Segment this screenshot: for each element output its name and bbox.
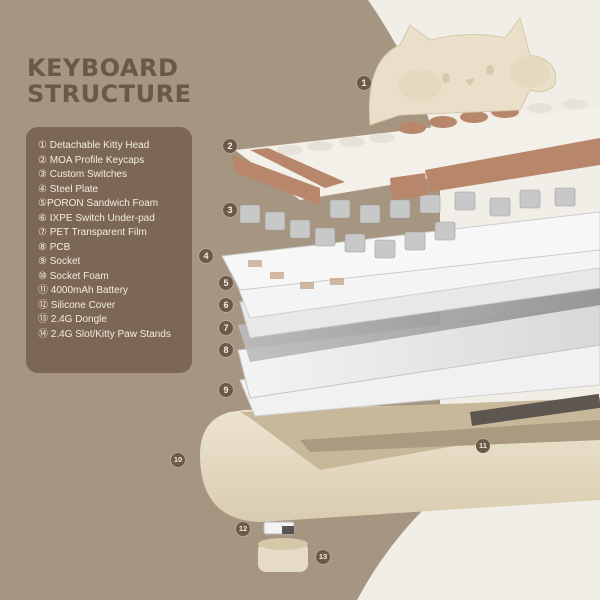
parts-list-item: ⑫ Silicone Cover xyxy=(38,299,116,311)
callout-5: 5 xyxy=(219,276,233,290)
callout-9: 9 xyxy=(219,383,233,397)
parts-list: ① Detachable Kitty Head ② MOA Profile Ke… xyxy=(38,139,192,342)
page-title: KEYBOARD STRUCTURE xyxy=(27,55,191,107)
parts-list-panel: ① Detachable Kitty Head ② MOA Profile Ke… xyxy=(26,127,192,373)
parts-list-item: ⑧ PCB xyxy=(38,241,71,253)
parts-list-item: ⑬ 2.4G Dongle xyxy=(38,314,107,325)
dongle xyxy=(263,521,295,535)
keycaps xyxy=(232,99,600,205)
callout-1: 1 xyxy=(357,76,371,90)
parts-list-item: ⑪ 4000mAh Battery xyxy=(38,285,129,296)
parts-list-item: ⑩ Socket Foam xyxy=(38,270,109,282)
pet-film-layer xyxy=(238,282,600,362)
battery xyxy=(470,393,600,426)
callout-10: 10 xyxy=(171,453,185,467)
kitty-head xyxy=(368,16,557,126)
callout-7: 7 xyxy=(219,321,233,335)
parts-list-item: ⑭ 2.4G Slot/Kitty Paw Stands xyxy=(38,328,171,340)
parts-list-item: ③ Custom Switches xyxy=(38,169,127,180)
switches xyxy=(239,187,576,259)
callout-6: 6 xyxy=(219,298,233,312)
parts-list-item: ⑨ Socket xyxy=(38,256,81,267)
parts-list-item: ⑥ IXPE Switch Under-pad xyxy=(38,212,155,224)
parts-list-item: ⑤PORON Sandwich Foam xyxy=(38,198,159,209)
callout-12: 12 xyxy=(236,522,250,536)
callout-8: 8 xyxy=(219,343,233,357)
parts-list-item: ⑦ PET Transparent Film xyxy=(38,227,147,238)
parts-list-item: ④ Steel Plate xyxy=(38,183,99,195)
title-line-1: KEYBOARD xyxy=(27,54,179,82)
parts-list-item: ② MOA Profile Keycaps xyxy=(38,154,145,166)
callout-13: 13 xyxy=(316,550,330,564)
callout-2: 2 xyxy=(223,139,237,153)
callout-11: 11 xyxy=(476,439,490,453)
parts-list-item: ① Detachable Kitty Head xyxy=(38,140,150,151)
callout-3: 3 xyxy=(223,203,237,217)
paw-stand xyxy=(258,538,308,572)
steel-plate xyxy=(221,211,600,291)
silicone-case xyxy=(200,398,600,522)
callout-4: 4 xyxy=(199,249,213,263)
title-line-2: STRUCTURE xyxy=(27,80,192,108)
